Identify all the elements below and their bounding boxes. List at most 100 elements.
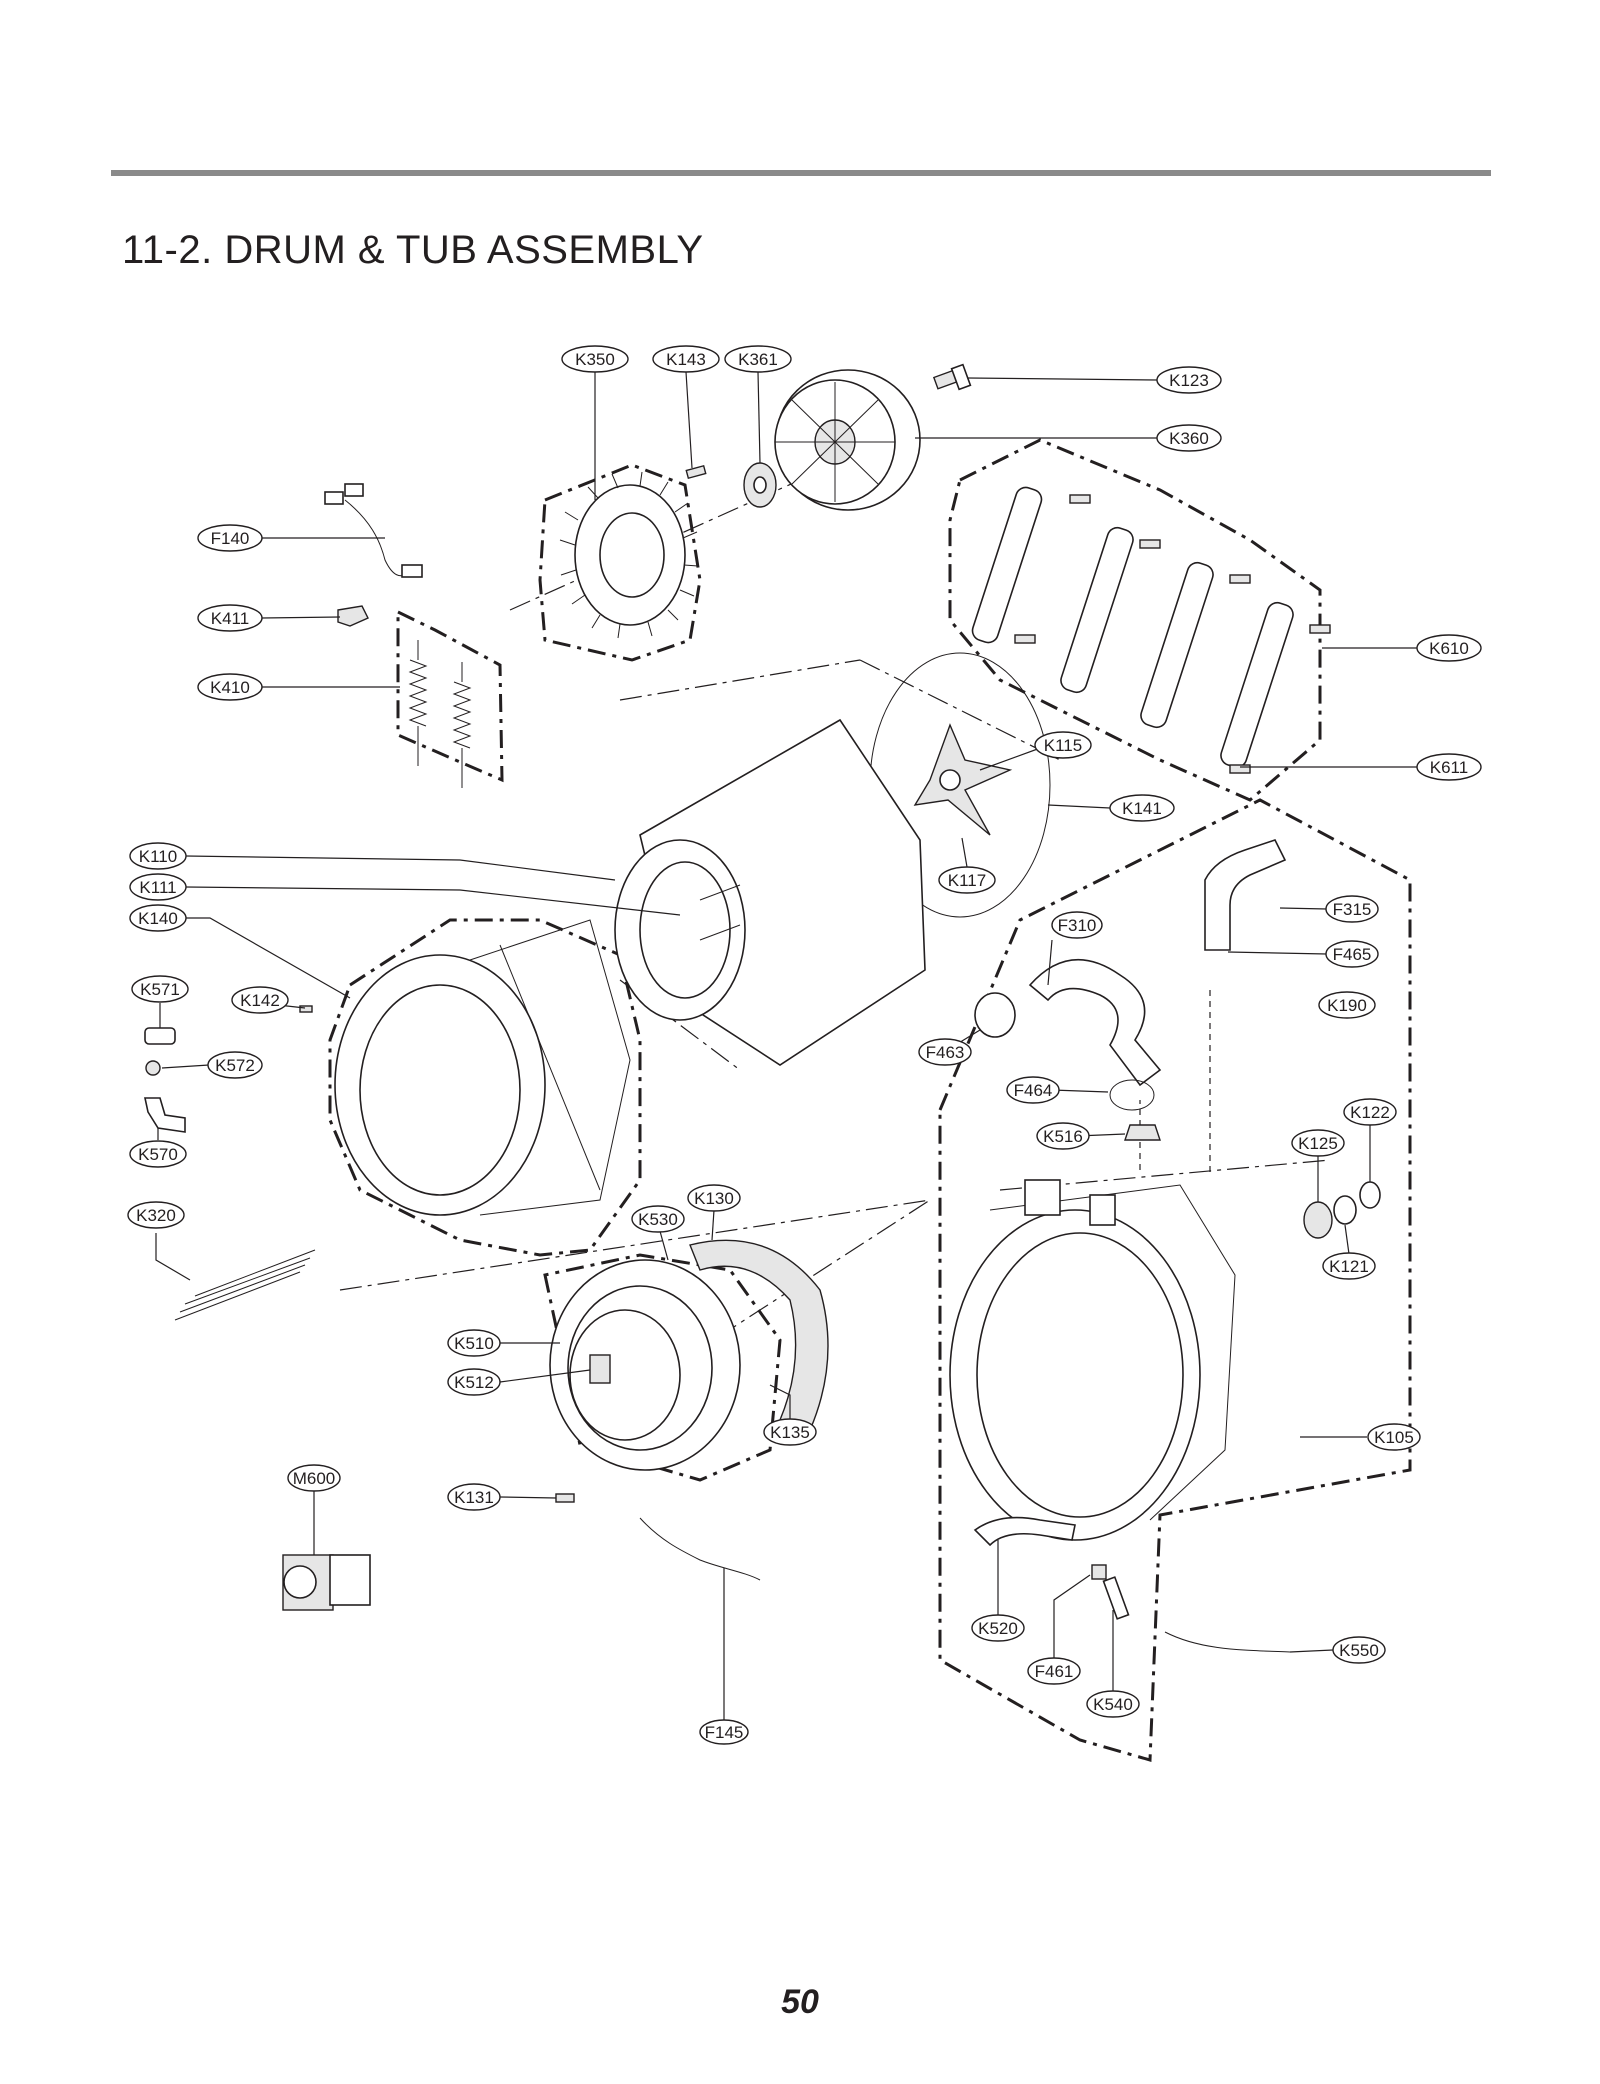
svg-text:K611: K611 [1430, 758, 1468, 777]
elbow-icon [144, 1097, 186, 1133]
label-K610: K610 [1416, 634, 1482, 662]
label-K570: K570 [129, 1140, 187, 1168]
bracket-icon [589, 1354, 611, 1384]
wire-harness-icon [324, 483, 423, 578]
svg-text:K411: K411 [211, 609, 249, 628]
svg-text:K142: K142 [240, 991, 280, 1010]
drum-icon [614, 718, 926, 1066]
svg-text:F464: F464 [1014, 1081, 1053, 1100]
svg-text:K512: K512 [454, 1373, 494, 1392]
svg-text:M600: M600 [293, 1469, 336, 1488]
rotor-icon [774, 369, 921, 511]
sump-hose-icon [973, 1516, 1076, 1547]
heater-icon [174, 1249, 316, 1321]
svg-text:F461: F461 [1035, 1662, 1074, 1681]
label-K115: K115 [1034, 731, 1092, 759]
svg-text:K320: K320 [136, 1206, 176, 1225]
svg-text:F315: F315 [1333, 900, 1372, 919]
label-K190: K190 [1318, 991, 1376, 1019]
label-M600: M600 [287, 1464, 341, 1492]
bearing-icon [1333, 1195, 1357, 1225]
svg-text:K570: K570 [138, 1145, 178, 1164]
leader-lines [155, 371, 1417, 1732]
label-K540: K540 [1086, 1690, 1140, 1718]
label-K121: K121 [1322, 1252, 1376, 1280]
svg-text:K571: K571 [140, 980, 180, 999]
svg-text:K610: K610 [1429, 639, 1469, 658]
rear-tub-icon [949, 1179, 1236, 1541]
pump-icon [282, 1554, 371, 1611]
stator-bolt-icon [685, 464, 707, 480]
svg-text:K125: K125 [1298, 1134, 1338, 1153]
label-K130: K130 [687, 1184, 741, 1212]
label-F463: F463 [918, 1038, 972, 1066]
svg-text:F465: F465 [1333, 945, 1372, 964]
label-F310: F310 [1051, 911, 1103, 939]
bolt-small-icon [555, 1493, 575, 1503]
label-K141: K141 [1109, 794, 1175, 822]
svg-text:K530: K530 [638, 1210, 678, 1229]
stator-icon [559, 471, 699, 639]
label-K512: K512 [447, 1368, 501, 1396]
label-F461: F461 [1027, 1657, 1081, 1685]
plug-icon [1091, 1564, 1107, 1580]
label-K117: K117 [938, 866, 996, 894]
nozzle-icon [144, 1027, 176, 1045]
label-K572: K572 [207, 1051, 263, 1079]
door-seal-icon [549, 1259, 741, 1471]
svg-text:K190: K190 [1327, 996, 1367, 1015]
label-F465: F465 [1325, 940, 1379, 968]
header-rule [111, 170, 1491, 176]
door-group-box [543, 1253, 782, 1482]
clamp-icon [145, 1060, 161, 1076]
svg-text:K141: K141 [1122, 799, 1162, 818]
label-K142: K142 [231, 986, 289, 1014]
label-K350: K350 [561, 345, 629, 373]
label-K516: K516 [1036, 1122, 1090, 1150]
spring-icon [408, 640, 472, 788]
damper-icon [971, 486, 1331, 774]
hose-icon [1204, 839, 1287, 951]
svg-text:K115: K115 [1044, 736, 1082, 755]
svg-text:K410: K410 [210, 678, 250, 697]
svg-text:F463: F463 [926, 1043, 965, 1062]
bearing-small-icon [1359, 1181, 1381, 1209]
svg-text:K520: K520 [978, 1619, 1018, 1638]
svg-text:K123: K123 [1169, 371, 1209, 390]
svg-text:K140: K140 [138, 909, 178, 928]
damper-group-box [948, 438, 1322, 802]
front-tub-icon [334, 919, 631, 1216]
svg-text:K110: K110 [139, 847, 177, 866]
svg-text:K111: K111 [139, 878, 176, 897]
clamp-ring-icon [1109, 1079, 1155, 1111]
group-outlines [328, 438, 1412, 1762]
label-F140: F140 [197, 524, 263, 552]
sensor-icon [1102, 1576, 1130, 1620]
svg-text:K572: K572 [215, 1056, 255, 1075]
label-K520: K520 [971, 1614, 1025, 1642]
label-K410: K410 [197, 673, 263, 701]
svg-text:K516: K516 [1043, 1127, 1083, 1146]
svg-text:K361: K361 [738, 350, 778, 369]
label-K360: K360 [1156, 424, 1222, 452]
parts [144, 363, 1381, 1653]
page-number: 50 [781, 1983, 819, 2021]
svg-text:K135: K135 [770, 1423, 810, 1442]
label-K320: K320 [127, 1201, 185, 1229]
svg-text:K350: K350 [575, 350, 615, 369]
seal-icon [1303, 1201, 1333, 1239]
rear-tub-group-box [938, 798, 1412, 1762]
bolt-icon [932, 363, 972, 391]
centerline-drum-tub [619, 979, 741, 1071]
valve-icon [1124, 1124, 1161, 1141]
svg-text:K121: K121 [1329, 1257, 1369, 1276]
sensor-wire-icon [1164, 1631, 1291, 1653]
label-K411: K411 [197, 604, 263, 632]
svg-text:K360: K360 [1169, 429, 1209, 448]
clip-icon [337, 605, 369, 627]
wire-icon [639, 1517, 761, 1581]
hub-icon [743, 462, 777, 508]
label-K131: K131 [447, 1483, 501, 1511]
svg-text:K540: K540 [1093, 1695, 1133, 1714]
centerline-tub-front [339, 1199, 931, 1291]
